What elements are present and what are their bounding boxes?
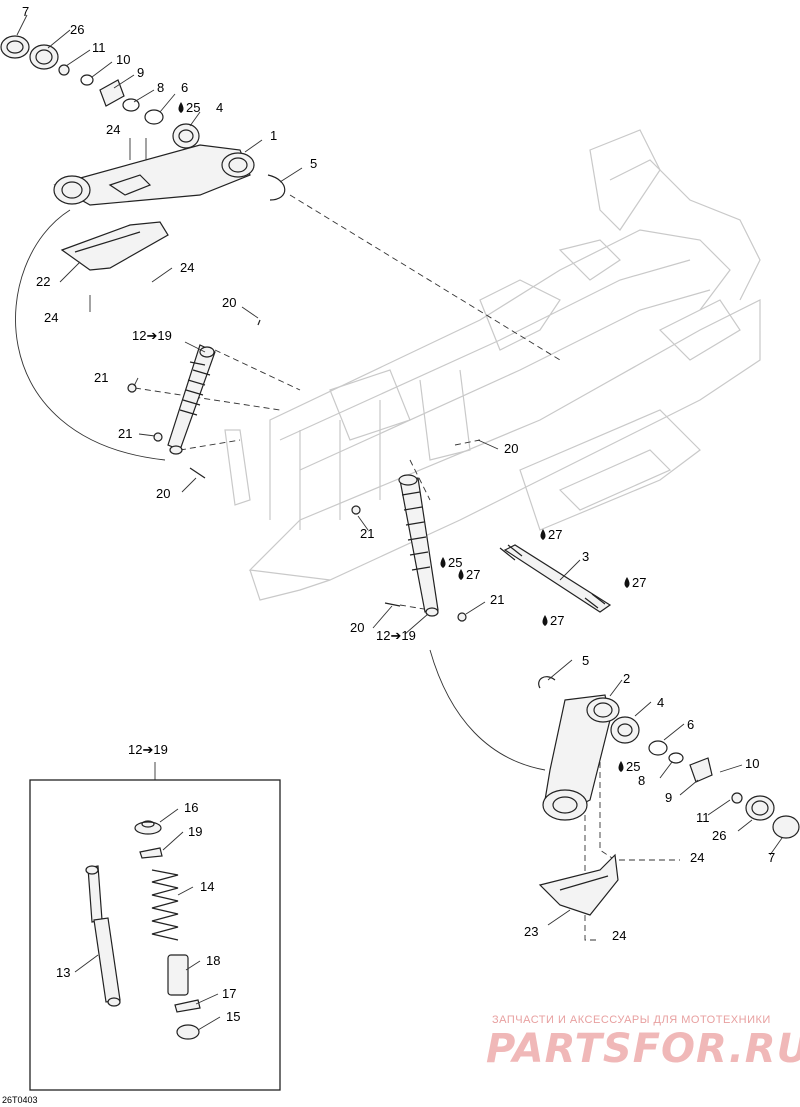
watermark-tagline: ЗАПЧАСТИ И АКСЕССУАРЫ ДЛЯ МОТОТЕХНИКИ	[492, 1014, 771, 1026]
callout-25: 25	[626, 759, 640, 774]
guard-left	[60, 221, 169, 271]
callout-20: 20	[156, 486, 170, 501]
callout-27: 27	[550, 613, 564, 628]
callout-21: 21	[360, 526, 374, 541]
callout-9: 9	[137, 65, 144, 80]
callout-27: 27	[548, 527, 562, 542]
vehicle-frame	[224, 129, 761, 601]
drop-icon	[458, 569, 464, 580]
watermark-brand: PARTSFOR.RU	[486, 1026, 800, 1072]
callout-4: 4	[216, 100, 223, 115]
drop-icon	[624, 577, 630, 588]
figure-code: 26T0403	[2, 1095, 38, 1105]
callout-24: 24	[106, 122, 120, 137]
right-bearing-stack	[610, 716, 800, 839]
assembly-guides	[15, 194, 680, 941]
drop-icon	[618, 761, 624, 772]
shock-detail-inset	[29, 762, 281, 1091]
lubricant-drop-icons	[178, 102, 630, 772]
callout-15: 15	[226, 1009, 240, 1024]
callout-11: 11	[92, 40, 106, 55]
callout-14: 14	[200, 879, 214, 894]
callout-26: 26	[712, 828, 726, 843]
callout-6: 6	[687, 717, 694, 732]
callout-5: 5	[310, 156, 317, 171]
pivot-shaft	[499, 544, 612, 613]
callout-25: 25	[186, 100, 200, 115]
callout-19: 19	[188, 824, 202, 839]
callout-2: 2	[623, 671, 630, 686]
shock-absorber-center	[351, 474, 467, 622]
callout-24: 24	[44, 310, 58, 325]
drop-icon	[540, 529, 546, 540]
guard-right	[538, 853, 619, 916]
left-bearing-stack	[0, 35, 200, 149]
callout-24: 24	[690, 850, 704, 865]
callout-13: 13	[56, 965, 70, 980]
callout-20: 20	[504, 441, 518, 456]
callout-10: 10	[745, 756, 759, 771]
shock-absorber-left	[127, 319, 261, 479]
callout-21: 21	[94, 370, 108, 385]
callout-25: 25	[448, 555, 462, 570]
callout-20: 20	[222, 295, 236, 310]
swing-arm-left	[53, 144, 286, 206]
drop-icon	[542, 615, 548, 626]
callout-8: 8	[638, 773, 645, 788]
watermark: ЗАПЧАСТИ И АКСЕССУАРЫ ДЛЯ МОТОТЕХНИКИ PA…	[486, 1014, 800, 1072]
callout-8: 8	[157, 80, 164, 95]
swing-arm-right	[538, 676, 620, 821]
callout-7: 7	[22, 4, 29, 19]
callout-24: 24	[180, 260, 194, 275]
callout-3: 3	[582, 549, 589, 564]
leader-lines	[16, 14, 783, 1031]
callout-26: 26	[70, 22, 84, 37]
callout-4: 4	[657, 695, 664, 710]
callout-27: 27	[632, 575, 646, 590]
inset-range-label: 12➔19	[128, 742, 168, 757]
callout-12-19: 12➔19	[376, 628, 416, 643]
callout-24: 24	[612, 928, 626, 943]
callout-5: 5	[582, 653, 589, 668]
callout-22: 22	[36, 274, 50, 289]
callout-23: 23	[524, 924, 538, 939]
callout-18: 18	[206, 953, 220, 968]
drop-icon	[440, 557, 446, 568]
callout-21: 21	[118, 426, 132, 441]
callout-6: 6	[181, 80, 188, 95]
callout-21: 21	[490, 592, 504, 607]
drop-icon	[178, 102, 184, 113]
callout-1: 1	[270, 128, 277, 143]
callout-17: 17	[222, 986, 236, 1001]
callout-10: 10	[116, 52, 130, 67]
callout-7: 7	[768, 850, 775, 865]
callout-9: 9	[665, 790, 672, 805]
callout-12-19: 12➔19	[132, 328, 172, 343]
callout-11: 11	[696, 810, 710, 825]
callout-16: 16	[184, 800, 198, 815]
callout-20: 20	[350, 620, 364, 635]
callout-labels: 7 26 11 10 9 8 6 25 4 24 1 5 22 24 24 20…	[22, 4, 775, 1024]
callout-27: 27	[466, 567, 480, 582]
